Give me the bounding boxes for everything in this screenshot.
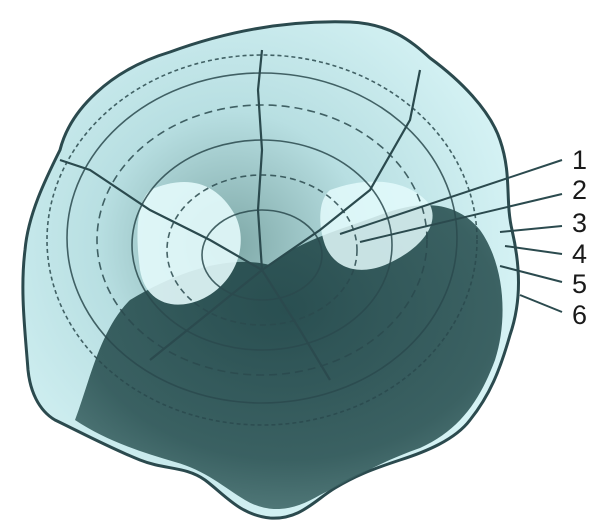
label-6: 6 — [572, 300, 587, 330]
label-1: 1 — [572, 145, 587, 175]
label-2: 2 — [572, 175, 587, 205]
label-5: 5 — [572, 269, 587, 299]
numeric-labels: 1 2 3 4 5 6 — [572, 145, 587, 330]
label-4: 4 — [572, 239, 587, 269]
label-3: 3 — [572, 208, 587, 238]
